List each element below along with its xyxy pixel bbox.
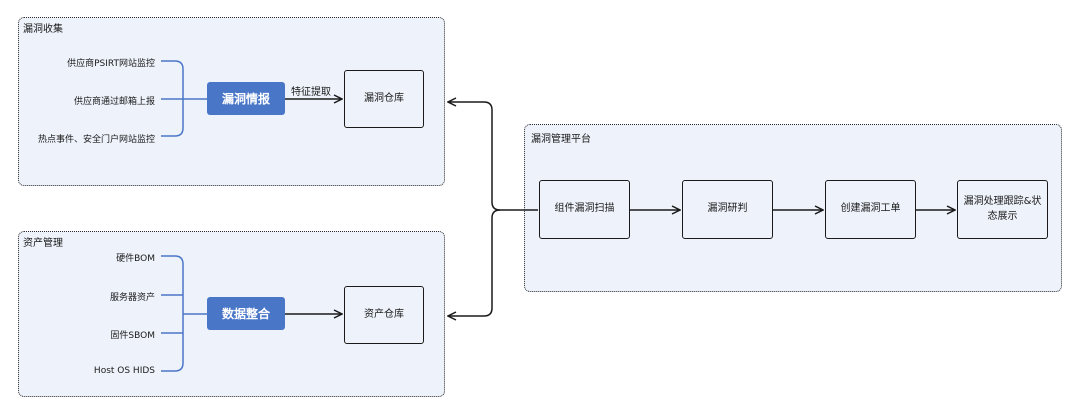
- source-server-assets: 服务器资产: [109, 293, 155, 303]
- source-hardware-bom: 硬件BOM: [116, 254, 155, 264]
- group-title: 资产管理: [23, 238, 63, 249]
- source-firmware-sbom: 固件SBOM: [110, 331, 155, 341]
- group-title: 漏洞收集: [23, 24, 63, 35]
- arrow-platform-to-asset-repo: [448, 209, 501, 316]
- step-tracking-status: 漏洞处理跟踪&状态展示: [957, 180, 1048, 239]
- source-vendor-email-report: 供应商通过邮箱上报: [73, 97, 155, 107]
- source-host-os-hids: Host OS HIDS: [93, 366, 155, 376]
- source-hotspot-monitoring: 热点事件、安全门户网站监控: [37, 135, 155, 145]
- step-vuln-assessment: 漏洞研判: [682, 180, 773, 239]
- asset-repository: 资产仓库: [344, 286, 424, 344]
- step-create-ticket: 创建漏洞工单: [825, 180, 916, 239]
- hub-data-integration: 数据整合: [207, 297, 285, 330]
- hub-vuln-intel: 漏洞情报: [207, 82, 285, 115]
- group-title: 漏洞管理平台: [531, 134, 591, 145]
- step-component-scan: 组件漏洞扫描: [539, 180, 630, 239]
- edge-label-feature-extract: 特征提取: [291, 87, 331, 98]
- source-psirt-monitoring: 供应商PSIRT网站监控: [67, 59, 155, 69]
- vuln-repository: 漏洞仓库: [344, 70, 424, 128]
